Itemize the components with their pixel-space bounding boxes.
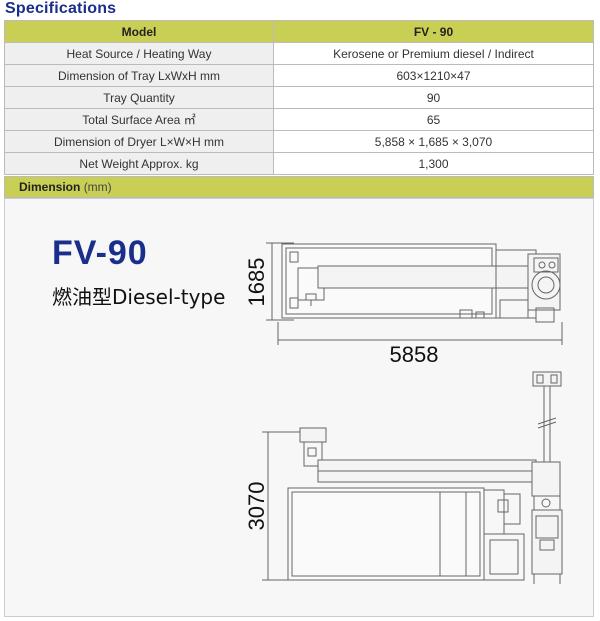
dimension-unit: (mm) [83,180,112,194]
model-name: FV-90 [52,234,148,272]
top-view-drawing [266,242,563,345]
row-value: Kerosene or Premium diesel / Indirect [273,42,594,65]
table-row: Dimension of Dryer L×W×H mm 5,858 × 1,68… [4,130,594,153]
page-title: Specifications [5,0,117,17]
width-dimension-label: 1685 [244,258,269,307]
table-row: Total Surface Area ㎡ 65 [4,108,594,131]
dimension-section-header: Dimension (mm) [4,176,594,198]
row-label: Tray Quantity [4,86,274,109]
table-row: Heat Source / Heating Way Kerosene or Pr… [4,42,594,65]
row-value: 603×1210×47 [273,64,594,87]
dimension-title: Dimension [19,180,81,194]
height-dimension-label: 3070 [244,482,269,531]
row-label: Net Weight Approx. kg [4,152,274,175]
table-header-row: Model FV - 90 [4,20,594,43]
table-row: Tray Quantity 90 [4,86,594,109]
row-value: 1,300 [273,152,594,175]
row-label: Heat Source / Heating Way [4,42,274,65]
header-model-value: FV - 90 [273,20,594,43]
spec-table: Model FV - 90 Heat Source / Heating Way … [4,20,594,175]
model-subtitle: 燃油型Diesel-type [52,285,226,309]
row-value: 5,858 × 1,685 × 3,070 [273,130,594,153]
table-row: Dimension of Tray LxWxH mm 603×1210×47 [4,64,594,87]
side-view-drawing [262,371,563,584]
table-row: Net Weight Approx. kg 1,300 [4,152,594,175]
header-model: Model [4,20,274,43]
length-dimension-label: 5858 [390,342,439,367]
row-label: Dimension of Dryer L×W×H mm [4,130,274,153]
row-label: Total Surface Area ㎡ [4,108,274,131]
row-value: 90 [273,86,594,109]
row-label: Dimension of Tray LxWxH mm [4,64,274,87]
